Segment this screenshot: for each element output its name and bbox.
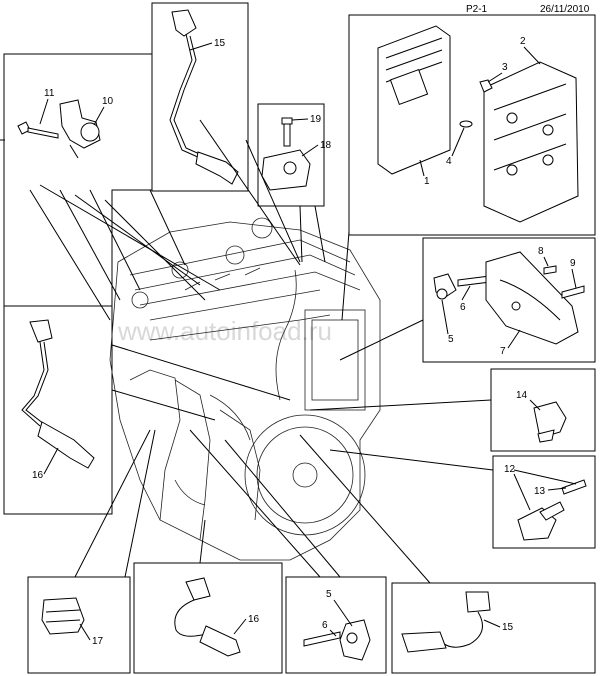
callout-6-bottom: 6 [322,620,328,631]
oxygen-sensor-left [21,319,95,469]
callout-1: 1 [424,176,430,187]
callout-6: 6 [460,302,466,313]
oil-pressure-sensor [41,597,85,635]
callout-5: 5 [448,334,454,345]
callout-18: 18 [320,140,332,151]
callout-15-bottom: 15 [502,622,514,633]
box-oxygen-sensor-bottom-left [133,562,283,674]
box-camshaft-sensor [3,53,153,331]
box-oxygen-sensor-bottom-right [391,582,596,674]
bolt-9 [561,285,585,299]
callout-14: 14 [516,390,528,401]
callout-12: 12 [504,464,516,475]
box-oxygen-sensor-left [3,305,113,515]
page-date: 26/11/2010 [540,4,590,15]
speed-sensor [517,501,565,541]
heat-shield-7 [485,251,579,345]
callout-15-top: 15 [214,38,226,49]
callout-17: 17 [92,636,104,647]
callout-16-left: 16 [32,470,44,481]
bolt-6-bottom [303,631,341,647]
bolt-11 [17,121,59,139]
watermark-text: www.autoinfoad.ru [117,316,332,346]
callout-labels: 11 10 15 19 18 2 3 4 1 8 9 6 5 7 14 12 1… [32,36,577,647]
oxygen-sensor-bottom-right [401,591,491,653]
engine-block [109,217,381,561]
bolt-13 [561,479,587,495]
leader-lines [0,119,494,584]
knock-sensor [261,149,311,191]
callout-4: 4 [446,156,452,167]
crank-sensor [433,273,457,300]
coolant-temp-sensor [533,401,567,443]
callout-10: 10 [102,96,114,107]
callout-8: 8 [538,246,544,257]
screw-8 [543,265,557,275]
knock-sensor-bottom [339,619,371,661]
box-knock-sensor-bottom [285,576,387,674]
oxygen-sensor-top [169,9,239,185]
callout-19: 19 [310,114,322,125]
callout-16-bottom: 16 [248,614,260,625]
callout-3: 3 [502,62,508,73]
nut-3 [479,79,493,93]
oxygen-sensor-bottom-left [174,577,241,657]
bolt-19 [281,117,293,147]
page-id: P2-1 [466,4,488,15]
camshaft-sensor [59,99,101,159]
callout-11: 11 [44,88,55,99]
callout-2: 2 [520,36,526,47]
callout-13: 13 [534,486,546,497]
callout-7: 7 [500,346,506,357]
callout-5-bottom: 5 [326,589,332,600]
washer-4 [459,120,473,128]
callout-9: 9 [570,258,576,269]
ecm-bracket [483,61,579,223]
ecm-module [377,25,451,175]
